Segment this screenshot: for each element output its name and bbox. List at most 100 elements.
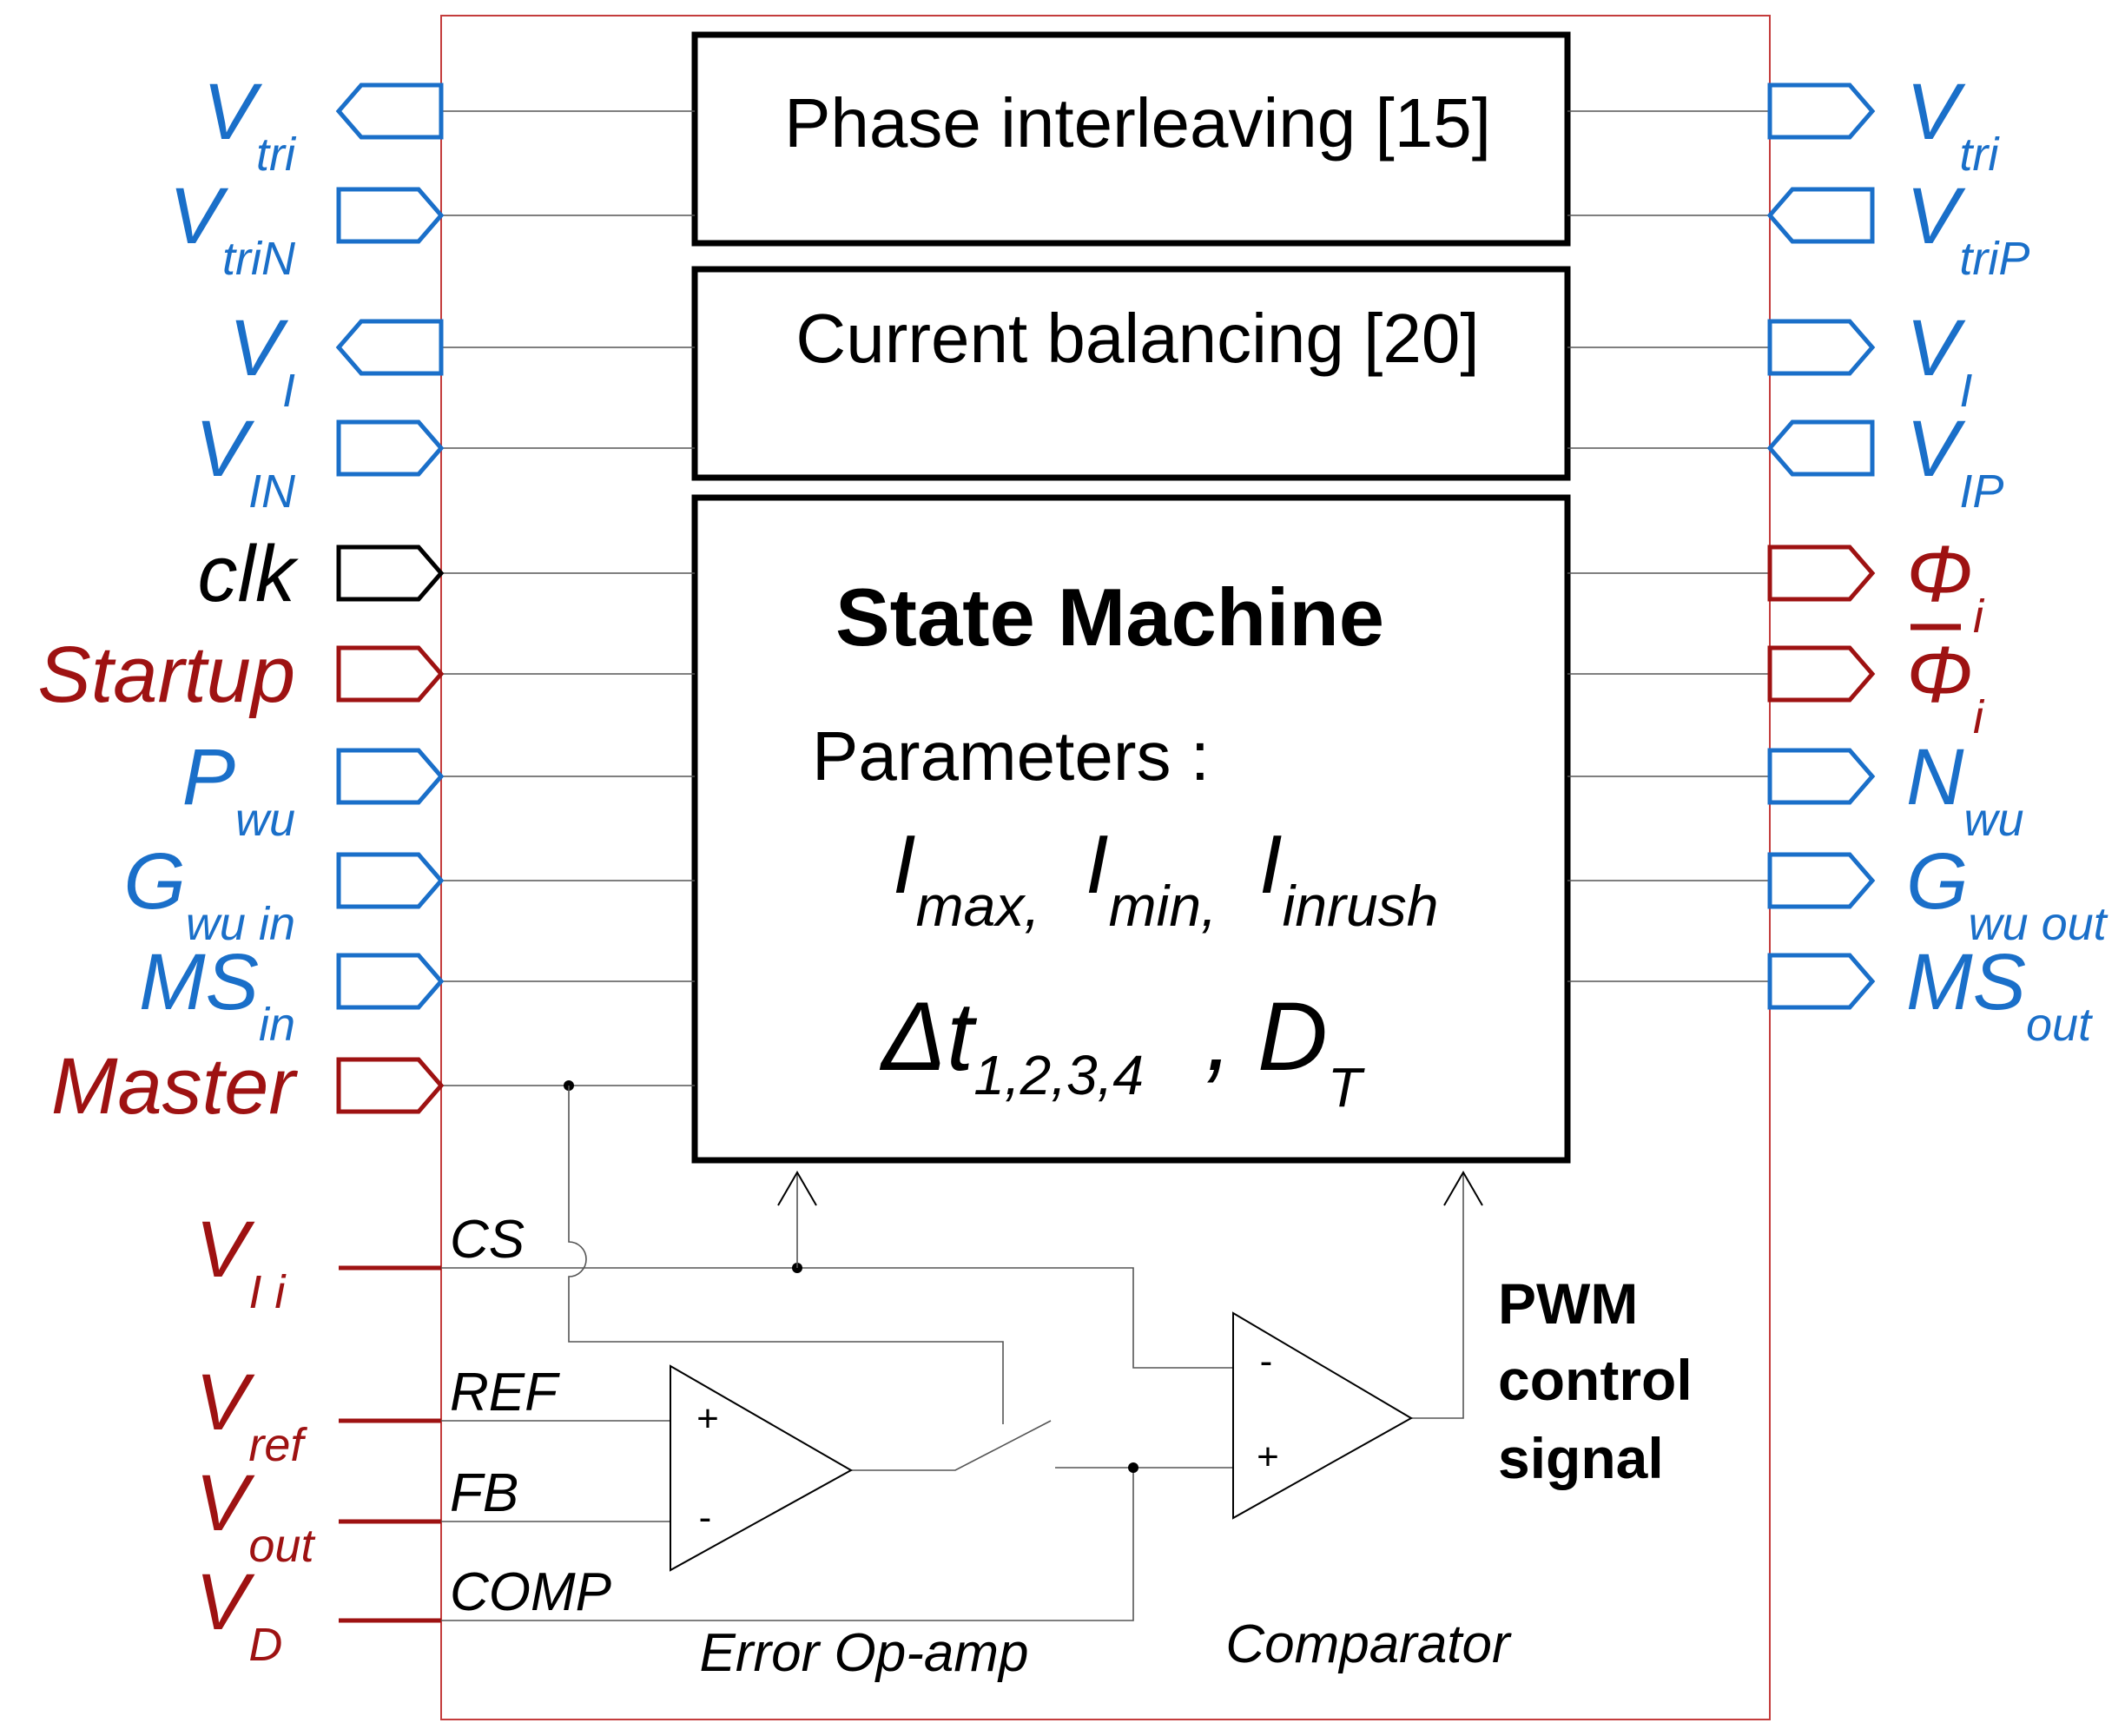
right-port-5-i: Φi <box>1567 624 1985 743</box>
port-label: VtriP <box>1906 172 2029 285</box>
port-label-base: V <box>1906 68 1966 156</box>
port-label: Φi <box>1906 530 1985 643</box>
d-base: D <box>1257 982 1328 1091</box>
bottom-input-ref: Vref <box>195 1358 441 1471</box>
phase-interleaving-block <box>691 31 1571 247</box>
input-label: VD <box>195 1558 282 1671</box>
port-label-sub: triP <box>1959 233 2029 285</box>
imax-comma: , <box>1024 874 1039 938</box>
right-port-4-i: Φi <box>1567 530 1985 643</box>
port-label-sub: IN <box>248 465 296 518</box>
pwm-line-2: control <box>1498 1348 1693 1412</box>
left-port-6-p-wu: Pwu <box>182 733 695 846</box>
d-sub: T <box>1328 1056 1365 1119</box>
port-connector-icon <box>335 319 444 376</box>
right-port-1-v-trip: VtriP <box>1567 172 2029 285</box>
port-label-base: G <box>123 837 186 926</box>
input-label-base: V <box>195 1459 255 1548</box>
port-label-base: V <box>1906 172 1966 261</box>
bottom-input-comp: VD <box>195 1558 441 1671</box>
net-label-fb: FB <box>450 1463 518 1523</box>
port-label: Φi <box>1906 630 1985 743</box>
port-label-sub: wu in <box>186 898 295 950</box>
port-connector-icon <box>336 645 445 703</box>
port-connector-icon <box>336 748 445 805</box>
delta-t-sub: 1,2,3,4 <box>973 1044 1144 1106</box>
port-label-base: MS <box>139 938 259 1026</box>
port-label-sub: in <box>259 999 295 1051</box>
port-label-sub: IP <box>1959 465 2003 518</box>
port-label-sub: wu out <box>1969 898 2109 950</box>
port-label-base: MS <box>1906 938 2026 1026</box>
state-machine-block <box>691 494 1571 1164</box>
port-label: clk <box>198 530 299 618</box>
error-opamp-label: Error Op-amp <box>700 1623 1029 1683</box>
port-label-base: V <box>1906 304 1966 393</box>
port-connector-icon <box>336 545 445 602</box>
port-label-base: Master <box>51 1042 299 1131</box>
port-label: VI <box>229 304 295 417</box>
port-label: Master <box>51 1042 299 1131</box>
input-label-sub: D <box>248 1619 282 1671</box>
state-machine-title: State Machine <box>835 571 1384 663</box>
port-label-sub: I <box>282 365 295 417</box>
port-connector-icon <box>1767 852 1876 909</box>
error-opamp-symbol <box>670 1364 854 1572</box>
port-connector-icon <box>336 1057 445 1114</box>
opamp-minus: - <box>699 1496 712 1539</box>
input-label-sub: I i <box>248 1266 287 1318</box>
left-port-5-startup: Startup <box>37 630 695 719</box>
right-port-2-v-i: VI <box>1567 304 1972 417</box>
port-label: Gwu in <box>123 837 295 950</box>
port-label-sub: I <box>1959 365 1972 417</box>
input-label-base: V <box>195 1358 255 1447</box>
input-label: VI i <box>195 1205 287 1318</box>
imin-base: I <box>1086 818 1109 911</box>
delta-t-base: Δt <box>879 982 977 1091</box>
port-label-sub: wu <box>235 794 295 846</box>
port-label-base: V <box>169 172 229 261</box>
port-label-sub: tri <box>256 129 297 181</box>
right-port-7-g-wu-out: Gwu out <box>1567 837 2109 950</box>
analog-wiring <box>441 1080 1483 1621</box>
port-label-sub: out <box>2026 999 2093 1051</box>
net-label-cs: CS <box>450 1210 525 1270</box>
svg-text:Δt1,2,3,4: Δt1,2,3,4 <box>879 982 1144 1106</box>
imin-comma: , <box>1201 874 1217 938</box>
port-label: VIN <box>195 405 296 518</box>
port-label-base: P <box>182 733 235 822</box>
left-port-0-v-tri: Vtri <box>203 68 695 181</box>
port-label-base: Φ <box>1906 630 1973 719</box>
port-label: Startup <box>37 630 295 719</box>
port-label: VI <box>1906 304 1972 417</box>
input-label-sub: out <box>248 1520 315 1572</box>
port-label: Pwu <box>182 733 295 846</box>
parameters-label: Parameters : <box>812 717 1210 795</box>
port-label-base: Startup <box>37 630 295 719</box>
port-label-base: Φ <box>1906 530 1973 618</box>
net-label-ref: REF <box>450 1363 560 1422</box>
left-port-9-master: Master <box>51 1042 695 1131</box>
pwm-line-1: PWM <box>1498 1271 1638 1336</box>
right-port-6-n-wu: Nwu <box>1567 733 2023 846</box>
imin-sub: min <box>1109 874 1201 938</box>
opamp-plus: + <box>696 1397 719 1440</box>
left-port-3-v-in: VIN <box>195 405 695 518</box>
svg-text:DT: DT <box>1257 982 1365 1119</box>
port-connector-icon <box>1767 645 1876 703</box>
phase-interleaving-label: Phase interleaving [15] <box>784 84 1491 162</box>
port-label: Gwu out <box>1906 837 2109 950</box>
iinrush-base: I <box>1259 818 1283 911</box>
port-label: MSin <box>139 938 295 1051</box>
port-connector-icon <box>336 419 445 477</box>
svg-text:,: , <box>1205 982 1232 1091</box>
net-label-comp: COMP <box>450 1562 611 1622</box>
current-balancing-block <box>691 266 1571 481</box>
input-label-base: V <box>195 1558 255 1647</box>
imax-sub: max <box>916 874 1026 938</box>
port-label: Vtri <box>1906 68 2000 181</box>
